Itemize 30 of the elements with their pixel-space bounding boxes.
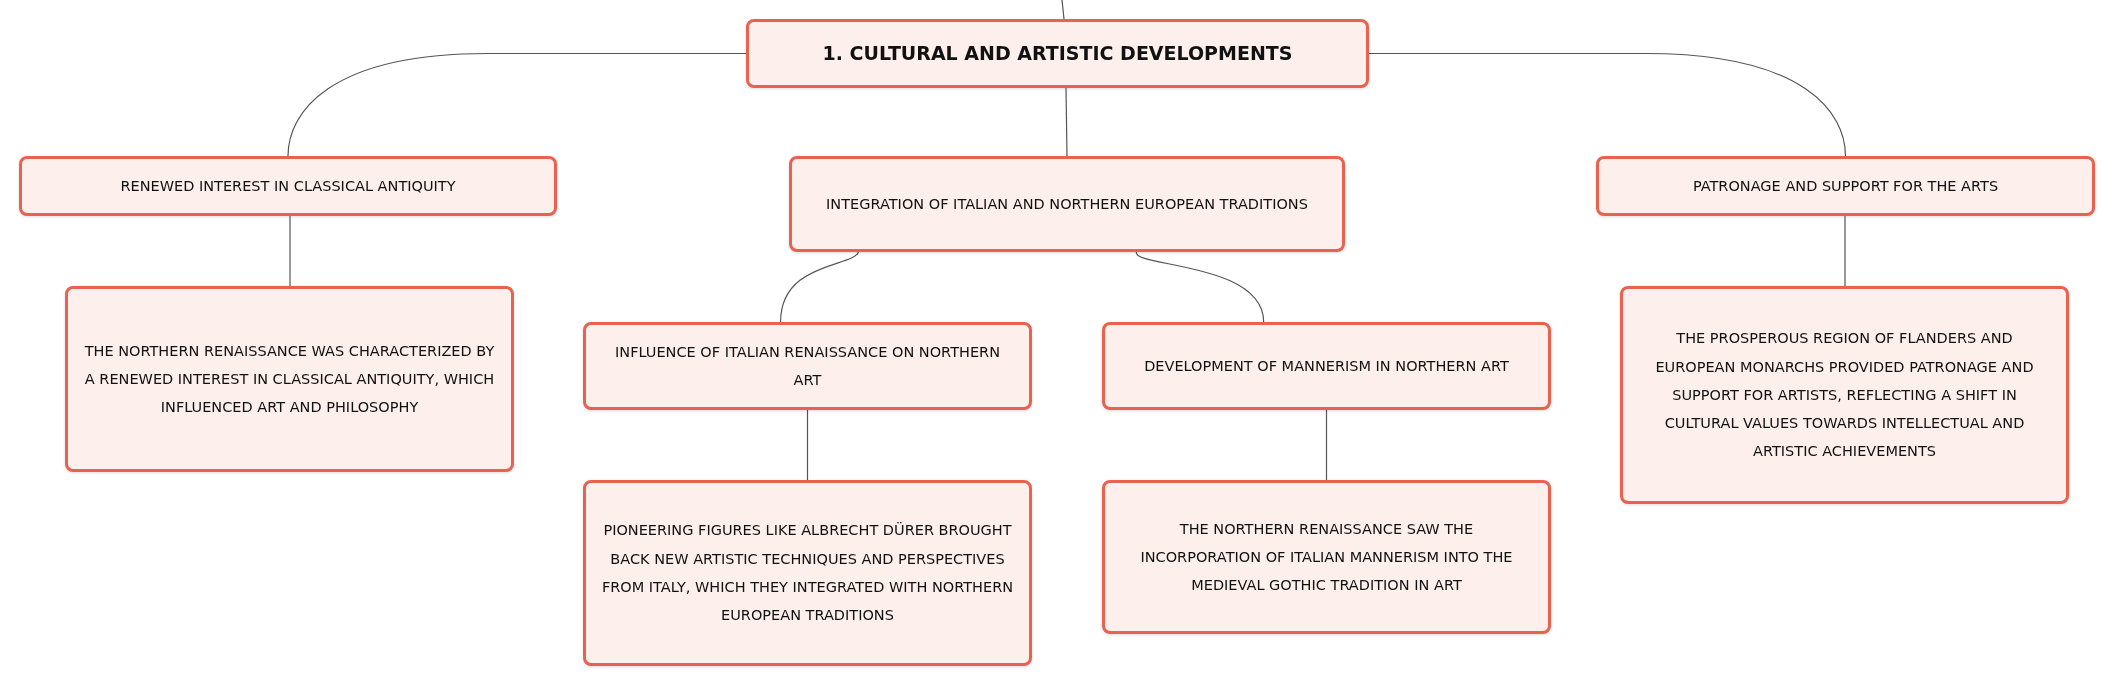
topic-text: DEVELOPMENT OF MANNERISM IN NORTHERN ART	[1144, 356, 1509, 376]
topic-box	[1102, 322, 1551, 410]
topic-box	[583, 322, 1032, 410]
topic-text: 1. CULTURAL AND ARTISTIC DEVELOPMENTS	[822, 40, 1293, 66]
connector-line	[1368, 52, 1847, 157]
topic-box	[1620, 286, 2069, 504]
topic-text: PATRONAGE AND SUPPORT FOR THE ARTS	[1692, 176, 1999, 196]
topic-box	[1102, 480, 1551, 634]
topic-text: PIONEERING FIGURES LIKE ALBRECHT DÜRER BROUGHT BACK NEW ARTISTIC TECHNIQUES AND PERSPECTIVES FROM ITALY, WHICH THEY INTEGRATED WITH NORTHERN EUROPEAN TRADITIONS	[600, 521, 1015, 626]
topic-text: INFLUENCE OF ITALIAN RENAISSANCE ON NORTHERN ART	[614, 342, 1001, 390]
connector-line	[287, 52, 747, 157]
connector-line	[1061, 0, 1065, 20]
connector-line	[806, 409, 809, 481]
topic-text: RENEWED INTEREST IN CLASSICAL ANTIQUITY	[120, 176, 456, 196]
topic-box	[583, 480, 1032, 666]
topic-text: THE NORTHERN RENAISSANCE WAS CHARACTERIZED BY A RENEWED INTEREST IN CLASSICAL ANTIQUITY, WHICH INFLUENCED ART AND PHILOSOPHY	[83, 341, 496, 418]
connector-line	[289, 215, 291, 287]
topic-box	[1596, 156, 2095, 216]
connector-line	[1065, 87, 1068, 157]
topic-box	[789, 156, 1345, 252]
topic-box	[746, 19, 1369, 88]
topic-box	[19, 156, 557, 216]
connector-line	[1135, 251, 1265, 323]
connector-line	[779, 251, 860, 323]
topic-text: THE NORTHERN RENAISSANCE SAW THE INCORPORATION OF ITALIAN MANNERISM INTO THE MEDIEVAL GOTHIC TRADITION IN ART	[1139, 519, 1514, 596]
connector-line	[1325, 409, 1328, 481]
topic-text: THE PROSPEROUS REGION OF FLANDERS AND EUROPEAN MONARCHS PROVIDED PATRONAGE AND SUPPORT FOR ARTISTS, REFLECTING A SHIFT IN CULTURAL VALUES TOWARDS INTELLECTUAL AND ARTISTIC ACHIEVEMENTS	[1654, 329, 2035, 462]
topic-box	[65, 286, 514, 472]
topic-text: INTEGRATION OF ITALIAN AND NORTHERN EUROPEAN TRADITIONS	[826, 194, 1308, 214]
connector-line	[1844, 215, 1846, 287]
